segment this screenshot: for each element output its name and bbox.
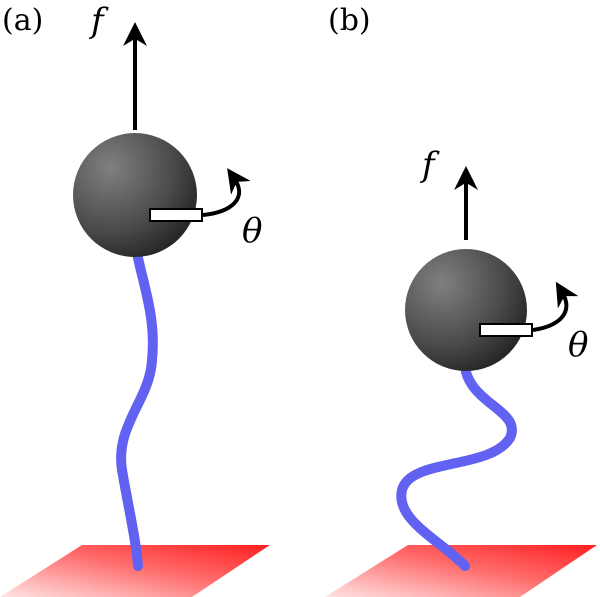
panel-b-bead-marker [479,323,533,337]
panel-a-bead-marker [149,208,203,222]
panel-b-angle-label: θ [568,325,588,365]
panel-b: (b) f θ [325,3,597,597]
panel-b-bead [405,249,527,371]
panel-a-chain [116,253,158,571]
panel-a-label: (a) [2,3,43,38]
panel-a-angle-label: θ [242,211,262,251]
panel-b-label: (b) [328,3,371,38]
panel-b-chain [396,367,517,571]
panel-b-force-label: f [419,145,440,185]
panel-a: (a) f θ [0,1,270,597]
panel-a-torque-arrow-icon [202,168,251,217]
panel-b-torque-arrow-icon [532,281,579,332]
panel-a-surface [0,545,270,597]
panel-b-surface [325,545,597,597]
panel-a-bead [73,133,197,257]
panel-a-force-label: f [88,1,109,41]
